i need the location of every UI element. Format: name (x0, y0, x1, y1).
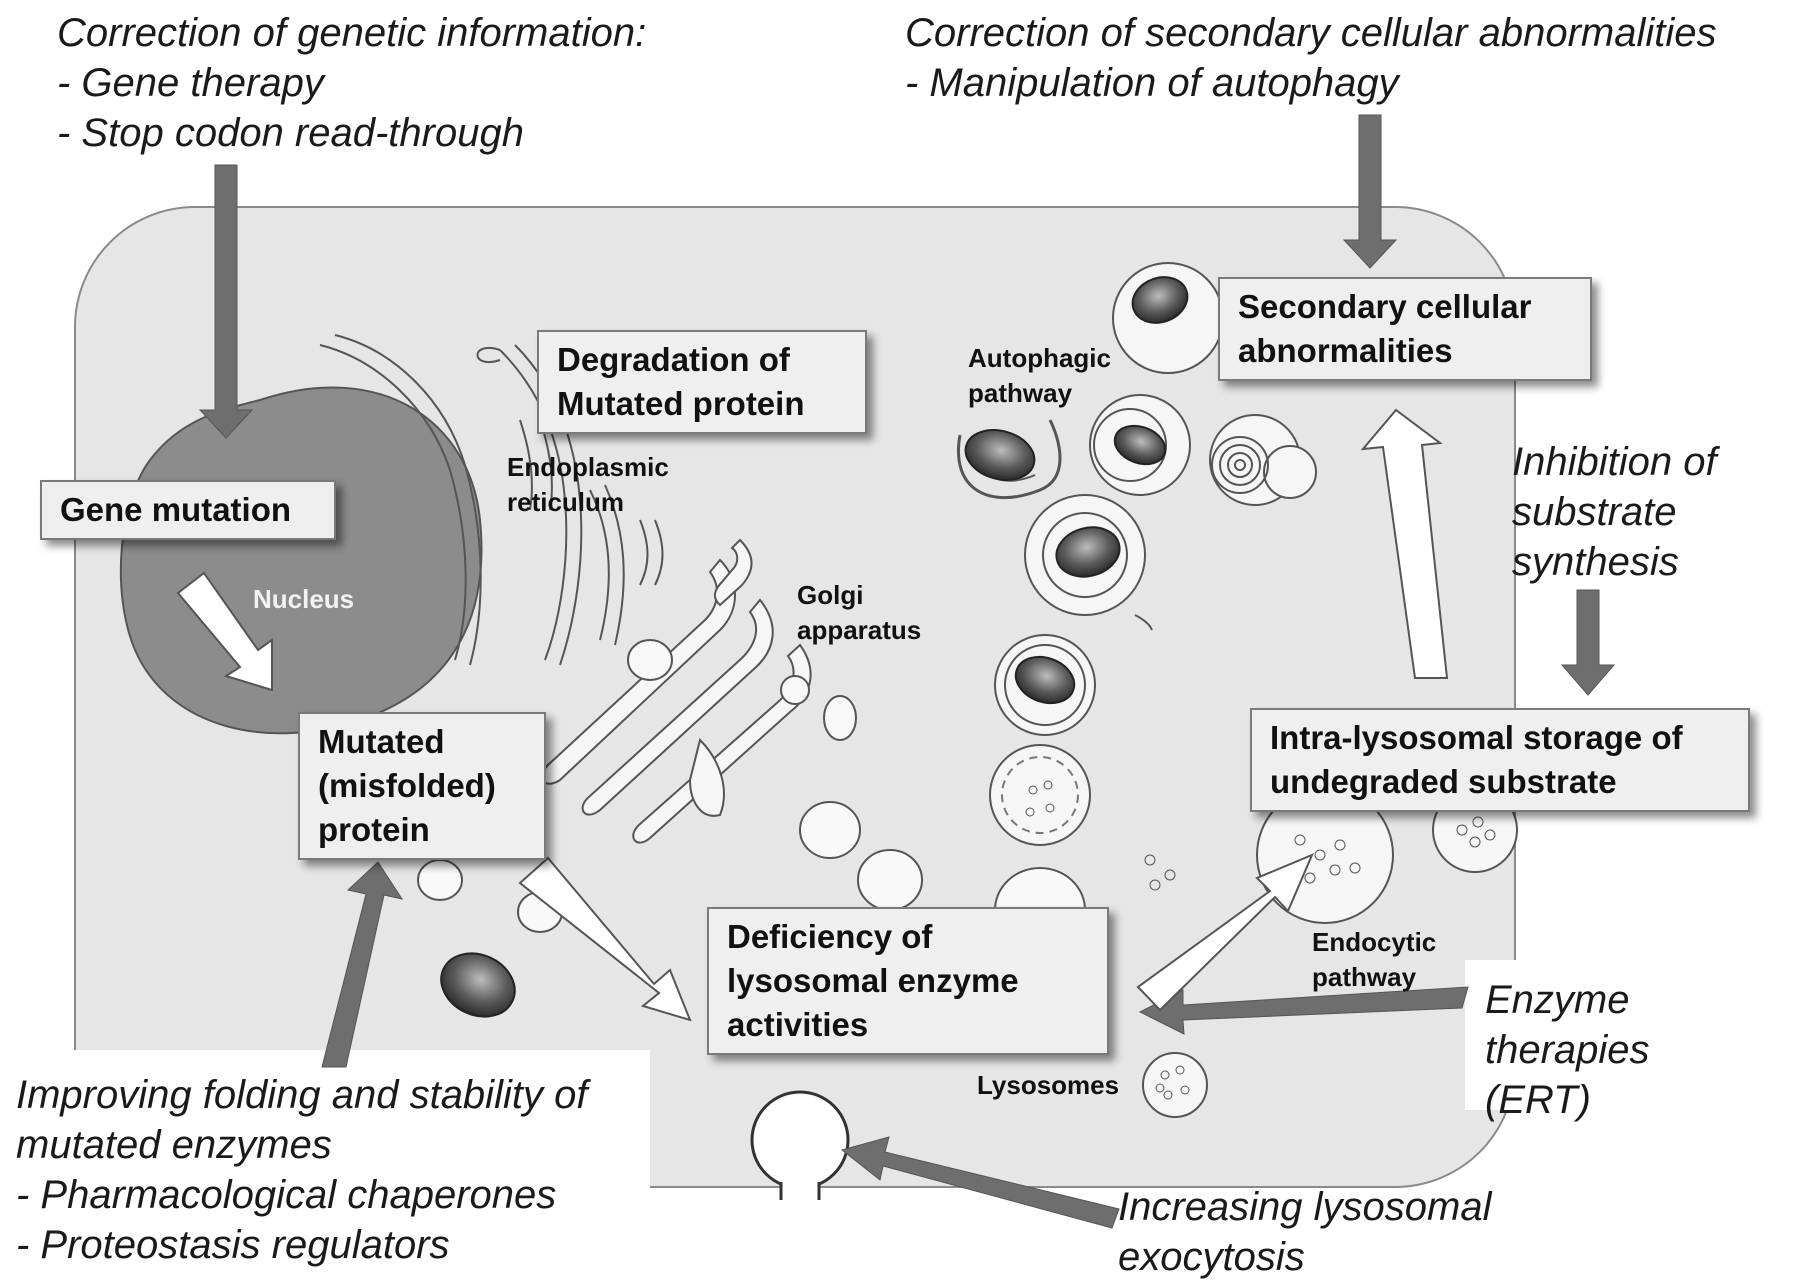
gene-mutation-box: Gene mutation (40, 480, 336, 540)
mutated-protein-box: Mutated (misfolded) protein (298, 712, 546, 860)
exocytosis-vesicle (750, 1090, 850, 1230)
substrate-inhibition-line: substrate (1512, 490, 1677, 534)
lysosomes-label-text: Lysosomes (977, 1070, 1120, 1100)
arrow-deficiency-to-storage (1136, 853, 1314, 1012)
folding-stability-item: - Proteostasis regulators (16, 1223, 450, 1267)
secondary-abnormalities-box: Secondary cellular abnormalities (1218, 277, 1592, 381)
enzyme-deficiency-box: Deficiency of lysosomal enzyme activitie… (707, 907, 1109, 1055)
arrow-gene-therapy (198, 164, 254, 439)
lysosomal-storage-box: Intra-lysosomal storage of undegraded su… (1250, 708, 1750, 812)
ert-line: (ERT) (1485, 1078, 1591, 1122)
genetic-correction-item: - Gene therapy (57, 61, 324, 105)
mutated-protein-line: protein (318, 811, 430, 848)
arrow-chaperones (321, 861, 404, 1068)
folding-stability-item: - Pharmacological chaperones (16, 1173, 557, 1217)
autophagic-pathway-label: Autophagic pathway (968, 341, 1111, 411)
nucleus-label-text: Nucleus (253, 584, 355, 614)
nucleus (119, 386, 483, 735)
arrow-substrate-inhibition (1560, 589, 1616, 696)
ert-line: therapies (1485, 1028, 1650, 1072)
mutated-protein-line: Mutated (318, 723, 445, 760)
substrate-inhibition-line: synthesis (1512, 540, 1679, 584)
secondary-abnormalities-line: Secondary cellular (1238, 288, 1532, 325)
secondary-correction-item: - Manipulation of autophagy (905, 61, 1399, 105)
er-label-line: Endoplasmic (507, 452, 669, 482)
genetic-correction-heading: Correction of genetic information: (57, 11, 647, 55)
secondary-correction-note: Correction of secondary cellular abnorma… (905, 8, 1716, 108)
nucleus-label: Nucleus (253, 582, 354, 617)
genetic-correction-note: Correction of genetic information: - Gen… (57, 8, 646, 158)
degradation-line: Degradation of (557, 341, 790, 378)
ert-line: Enzyme (1485, 978, 1630, 1022)
arrow-gene-to-protein (176, 571, 273, 692)
endocytic-pathway-line: pathway (1312, 962, 1417, 992)
enzyme-deficiency-line: lysosomal enzyme (727, 962, 1019, 999)
exocytosis-line: Increasing lysosomal (1118, 1185, 1492, 1229)
exocytosis-line: exocytosis (1118, 1235, 1305, 1279)
genetic-correction-item: - Stop codon read-through (57, 111, 524, 155)
golgi-label-line: Golgi (797, 580, 864, 610)
folding-stability-line: Improving folding and stability of (16, 1073, 588, 1117)
folding-stability-note: Improving folding and stability of mutat… (16, 1070, 587, 1270)
arrow-storage-to-secondary (1360, 408, 1449, 679)
hollow-arrows (176, 408, 1449, 1022)
dark-arrows (198, 114, 1616, 1229)
golgi-label: Golgi apparatus (797, 578, 921, 648)
secondary-correction-heading: Correction of secondary cellular abnorma… (905, 11, 1717, 55)
enzyme-deficiency-line: Deficiency of (727, 918, 933, 955)
arrow-exocytosis (840, 1136, 1120, 1229)
degradation-line: Mutated protein (557, 385, 805, 422)
er-label-line: reticulum (507, 487, 625, 517)
lysosomal-storage-line: undegraded substrate (1270, 763, 1617, 800)
mutated-protein-line: (misfolded) (318, 767, 496, 804)
arrow-protein-to-deficiency (518, 856, 692, 1022)
gene-mutation-text: Gene mutation (60, 491, 292, 528)
arrow-autophagy (1342, 114, 1398, 269)
substrate-inhibition-line: Inhibition of (1512, 440, 1717, 484)
er-label: Endoplasmic reticulum (507, 450, 669, 520)
exocytosis-note: Increasing lysosomal exocytosis (1118, 1182, 1492, 1282)
folding-stability-line: mutated enzymes (16, 1123, 332, 1167)
endocytic-pathway-line: Endocytic (1312, 927, 1437, 957)
folding-note-background (0, 1050, 650, 1283)
secondary-abnormalities-line: abnormalities (1238, 332, 1453, 369)
lysosomes-label: Lysosomes (977, 1068, 1119, 1103)
degradation-box: Degradation of Mutated protein (537, 330, 867, 434)
enzyme-deficiency-line: activities (727, 1006, 869, 1043)
ert-note: Enzyme therapies (ERT) (1485, 975, 1650, 1125)
golgi-label-line: apparatus (797, 615, 922, 645)
lysosomal-storage-line: Intra-lysosomal storage of (1270, 719, 1683, 756)
endocytic-pathway-label: Endocytic pathway (1312, 925, 1436, 995)
autophagic-pathway-line: pathway (968, 378, 1073, 408)
substrate-inhibition-note: Inhibition of substrate synthesis (1512, 437, 1717, 587)
autophagic-pathway-line: Autophagic (968, 343, 1111, 373)
ert-note-background (1465, 960, 1665, 1110)
mitochondria (440, 276, 1189, 1018)
golgi-apparatus (541, 538, 812, 844)
